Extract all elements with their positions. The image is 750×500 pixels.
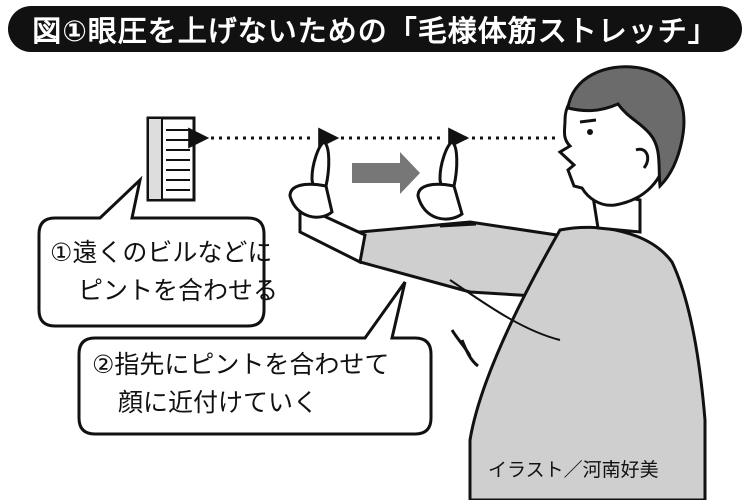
building-icon <box>146 116 196 202</box>
bubble1-line2: ピントを合わせる <box>78 276 279 305</box>
hand-icon <box>416 140 477 228</box>
torso <box>468 225 707 500</box>
hair <box>566 65 686 190</box>
speech-bubble-2 <box>77 281 433 436</box>
bubble2-line1: ②指先にピントを合わせて <box>92 350 390 379</box>
move-arrow-icon <box>352 152 420 194</box>
bubble2-line2: 顔に近付けていく <box>118 388 319 417</box>
title-banner: 図①眼圧を上げないための「毛様体筋ストレッチ」 <box>8 6 742 52</box>
bubble1-text: ①遠くのビルなどに ピントを合わせる <box>50 234 278 310</box>
speech-bubble-1 <box>37 175 266 328</box>
bubble2-text: ②指先にピントを合わせて 顔に近付けていく <box>92 346 389 422</box>
bubble1-line1: ①遠くのビルなどに <box>50 238 273 267</box>
hand-icon <box>288 140 334 219</box>
page-title: 図①眼圧を上げないための「毛様体筋ストレッチ」 <box>32 14 718 48</box>
illustration-credit: イラスト／河南好美 <box>488 459 659 481</box>
